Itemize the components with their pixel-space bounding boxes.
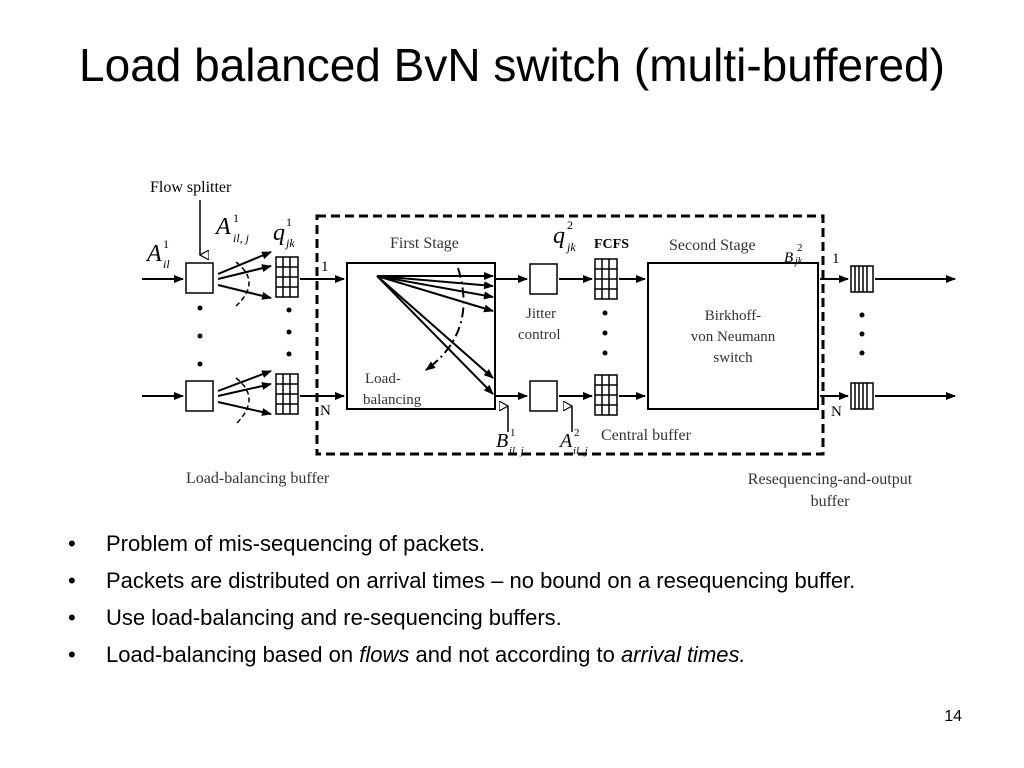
first-stage-box bbox=[346, 262, 496, 410]
jitter-box-1 bbox=[529, 263, 558, 295]
bullet-text: Problem of mis-sequencing of packets. bbox=[106, 531, 486, 556]
lb-buffer-1 bbox=[275, 256, 299, 298]
symbol-b2: B 2 jk bbox=[784, 242, 803, 267]
flow-splitter-label: Flow splitter bbox=[150, 179, 232, 196]
lb-buffer-n bbox=[275, 373, 299, 415]
svg-text:jk: jk bbox=[284, 236, 295, 250]
jitter-box-n bbox=[529, 380, 558, 412]
svg-text:jk: jk bbox=[793, 256, 803, 267]
bullet-marker: • bbox=[68, 642, 76, 667]
bullet-marker: • bbox=[68, 605, 76, 630]
central-buffer-n bbox=[594, 374, 618, 416]
port-label-n-right: N bbox=[831, 404, 842, 420]
port-label-1-right: 1 bbox=[832, 251, 840, 267]
svg-text:B: B bbox=[784, 250, 793, 266]
svg-text:q: q bbox=[553, 223, 565, 249]
bvn-label-2: von Neumann bbox=[691, 329, 776, 345]
reseq-buffer-n bbox=[850, 382, 874, 410]
splitter-box-n bbox=[185, 380, 214, 412]
bullet-text-mid: and not according to bbox=[409, 642, 621, 667]
svg-text:2: 2 bbox=[797, 242, 803, 254]
svg-text:il: il bbox=[163, 257, 170, 271]
second-stage-label: Second Stage bbox=[669, 237, 756, 254]
jitter-label-2: control bbox=[518, 327, 561, 343]
load-balancing-arrows bbox=[376, 272, 494, 395]
splitter-box-1 bbox=[185, 262, 214, 294]
central-buffer-label: Central buffer bbox=[601, 427, 692, 444]
splitter-fanout bbox=[217, 251, 272, 425]
lb-buffer-label: Load-balancing buffer bbox=[186, 470, 330, 487]
bullet-item: • Use load-balancing and re-sequencing b… bbox=[64, 604, 964, 631]
bvn-label-1: Birkhoff- bbox=[705, 308, 761, 324]
svg-text:A: A bbox=[558, 430, 573, 452]
reseq-buffer-label-2: buffer bbox=[811, 493, 850, 510]
bullet-text-pre: Load-balancing based on bbox=[106, 642, 360, 667]
bvn-switch-box bbox=[647, 262, 819, 410]
load-balancing-curve bbox=[425, 267, 465, 371]
splitter-dots bbox=[197, 305, 203, 367]
svg-text:2: 2 bbox=[567, 218, 573, 232]
jitter-label-1: Jitter bbox=[526, 306, 556, 322]
bullet-marker: • bbox=[68, 568, 76, 593]
slide-title: Load balanced BvN switch (multi-buffered… bbox=[79, 39, 945, 91]
reseq-buffer-dots bbox=[859, 312, 865, 356]
symbol-q1: q 1 jk bbox=[273, 215, 295, 250]
svg-text:il, j: il, j bbox=[509, 445, 524, 457]
central-buffer-dots bbox=[602, 310, 608, 356]
fcfs-label: FCFS bbox=[594, 237, 629, 252]
load-balancing-label-2: balancing bbox=[363, 392, 422, 408]
svg-text:A: A bbox=[214, 214, 231, 240]
bullet-emphasis-flows: flows bbox=[359, 642, 410, 667]
bullet-marker: • bbox=[68, 531, 76, 556]
svg-text:1: 1 bbox=[163, 237, 169, 251]
bullet-text: Use load-balancing and re-sequencing buf… bbox=[106, 605, 562, 630]
bullet-list: • Problem of mis-sequencing of packets. … bbox=[64, 530, 964, 678]
symbol-q2: q 2 jk bbox=[553, 218, 576, 254]
svg-text:1: 1 bbox=[233, 211, 239, 225]
bullet-item: • Packets are distributed on arrival tim… bbox=[64, 567, 964, 594]
load-balancing-label-1: Load- bbox=[365, 371, 401, 387]
svg-text:2: 2 bbox=[574, 427, 580, 439]
reseq-buffer-label-1: Resequencing-and-output bbox=[748, 471, 913, 488]
port-label-n-left: N bbox=[320, 403, 331, 419]
central-buffer-1 bbox=[594, 258, 618, 300]
bullet-emphasis-arrival: arrival times. bbox=[620, 642, 746, 667]
svg-text:B: B bbox=[496, 430, 508, 452]
symbol-a2: A 2 il, j bbox=[558, 427, 588, 457]
symbol-a-il: A 1 il bbox=[145, 237, 170, 271]
svg-text:q: q bbox=[273, 220, 285, 246]
svg-text:jk: jk bbox=[565, 240, 576, 254]
symbol-a-ilj: A 1 il, j bbox=[214, 211, 250, 245]
switch-boundary bbox=[315, 214, 825, 456]
first-stage-label: First Stage bbox=[390, 235, 459, 252]
svg-text:il, j: il, j bbox=[573, 445, 588, 457]
bvn-label-3: switch bbox=[713, 350, 753, 366]
svg-text:A: A bbox=[145, 241, 162, 267]
symbol-b1: B 1 il, j bbox=[496, 427, 524, 457]
lb-buffer-dots bbox=[286, 307, 292, 357]
svg-text:1: 1 bbox=[510, 427, 516, 439]
bullet-item: • Load-balancing based on flows and not … bbox=[64, 641, 964, 668]
reseq-buffer-1 bbox=[850, 265, 874, 293]
slide-number: 14 bbox=[944, 708, 962, 725]
port-label-1-left: 1 bbox=[321, 259, 329, 275]
bullet-item: • Problem of mis-sequencing of packets. bbox=[64, 530, 964, 557]
svg-text:il, j: il, j bbox=[233, 231, 250, 245]
bullet-text: Packets are distributed on arrival times… bbox=[106, 568, 856, 593]
svg-text:1: 1 bbox=[286, 215, 292, 229]
